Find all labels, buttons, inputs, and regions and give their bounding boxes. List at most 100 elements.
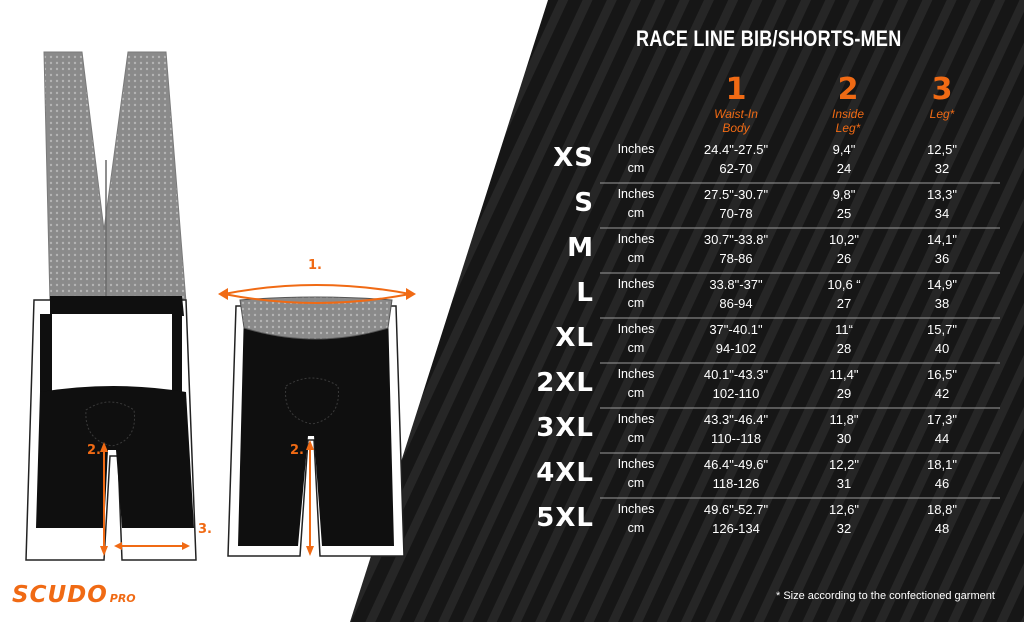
shorts-illustration bbox=[218, 284, 416, 557]
waist-cm: 118-126 bbox=[712, 476, 760, 491]
waist-inches: 33.8"-37" bbox=[709, 277, 763, 292]
leg-inches: 14,1" bbox=[927, 232, 957, 247]
column-2-label-line1: Inside bbox=[831, 107, 865, 121]
leg-cm: 32 bbox=[934, 161, 950, 176]
inside-leg-inches: 9,4" bbox=[832, 142, 856, 157]
column-1-number: 1 bbox=[725, 72, 747, 107]
inside-leg-inches: 12,6" bbox=[829, 502, 859, 517]
inside-leg-inches: 10,2" bbox=[829, 232, 859, 247]
inside-leg-cm: 28 bbox=[836, 341, 852, 356]
column-1-label-line1: Waist-In bbox=[714, 107, 758, 121]
leg-cm: 44 bbox=[934, 431, 950, 446]
leg-cm: 48 bbox=[934, 521, 950, 536]
inside-leg-cm: 27 bbox=[836, 296, 852, 311]
footnote: * Size according to the confectioned gar… bbox=[776, 590, 995, 602]
measure-label-leg: 3. bbox=[198, 522, 212, 537]
leg-inches: 17,3" bbox=[927, 412, 957, 427]
waist-cm: 86-94 bbox=[719, 296, 753, 311]
waist-cm: 110--118 bbox=[710, 431, 762, 446]
waist-cm: 94-102 bbox=[715, 341, 757, 356]
unit-cm: cm bbox=[627, 251, 645, 265]
waist-inches: 37"-40.1" bbox=[709, 322, 763, 337]
unit-inches: Inches bbox=[617, 277, 655, 291]
waist-cm: 70-78 bbox=[719, 206, 753, 221]
unit-cm: cm bbox=[627, 341, 645, 355]
leg-cm: 38 bbox=[934, 296, 950, 311]
unit-cm: cm bbox=[627, 161, 645, 175]
unit-inches: Inches bbox=[617, 187, 655, 201]
page-title: RACE LINE BIB/SHORTS-MEN bbox=[636, 26, 902, 51]
waist-cm: 126-134 bbox=[712, 521, 760, 536]
size-label: 4XL bbox=[536, 458, 594, 488]
measure-label-inside-leg-shorts: 2. bbox=[290, 443, 304, 458]
waist-inches: 49.6"-52.7" bbox=[703, 502, 769, 517]
column-3-number: 3 bbox=[931, 72, 953, 107]
size-label: XL bbox=[555, 323, 594, 353]
waist-inches: 30.7"-33.8" bbox=[703, 232, 769, 247]
unit-cm: cm bbox=[627, 296, 645, 310]
leg-cm: 40 bbox=[934, 341, 950, 356]
leg-inches: 12,5" bbox=[927, 142, 957, 157]
leg-inches: 14,9" bbox=[927, 277, 957, 292]
unit-inches: Inches bbox=[617, 322, 655, 336]
unit-cm: cm bbox=[627, 476, 645, 490]
measure-label-waist: 1. bbox=[308, 258, 322, 273]
size-label: 3XL bbox=[536, 413, 594, 443]
column-2-number: 2 bbox=[837, 72, 859, 107]
leg-cm: 34 bbox=[934, 206, 950, 221]
inside-leg-inches: 11“ bbox=[835, 322, 853, 337]
inside-leg-inches: 10,6 “ bbox=[827, 277, 861, 292]
inside-leg-cm: 25 bbox=[836, 206, 852, 221]
dark-panel bbox=[350, 0, 1024, 622]
row-separators bbox=[600, 182, 1000, 499]
measure-label-inside-leg-bib: 2. bbox=[87, 443, 101, 458]
leg-cm: 36 bbox=[934, 251, 950, 266]
inside-leg-cm: 31 bbox=[836, 476, 852, 491]
logo-main: SCUDO bbox=[12, 582, 108, 608]
leg-cm: 42 bbox=[934, 386, 950, 401]
column-3-label-line1: Leg* bbox=[929, 107, 955, 121]
size-label: S bbox=[574, 188, 594, 218]
leg-cm: 46 bbox=[934, 476, 950, 491]
unit-inches: Inches bbox=[617, 367, 655, 381]
unit-cm: cm bbox=[627, 521, 645, 535]
waist-inches: 46.4"-49.6" bbox=[703, 457, 769, 472]
unit-cm: cm bbox=[627, 206, 645, 220]
inside-leg-cm: 32 bbox=[836, 521, 852, 536]
waist-inches: 43.3"-46.4" bbox=[703, 412, 769, 427]
inside-leg-inches: 11,8" bbox=[829, 412, 859, 427]
leg-inches: 18,8" bbox=[927, 502, 957, 517]
inside-leg-cm: 26 bbox=[836, 251, 852, 266]
waist-cm: 78-86 bbox=[719, 251, 753, 266]
size-label: 5XL bbox=[536, 503, 594, 533]
unit-inches: Inches bbox=[617, 232, 655, 246]
unit-cm: cm bbox=[627, 386, 645, 400]
inside-leg-cm: 29 bbox=[836, 386, 852, 401]
size-label: XS bbox=[553, 143, 594, 173]
unit-cm: cm bbox=[627, 431, 645, 445]
size-label: M bbox=[567, 233, 594, 263]
waist-cm: 102-110 bbox=[712, 386, 760, 401]
leg-inches: 18,1" bbox=[927, 457, 957, 472]
unit-inches: Inches bbox=[617, 502, 655, 516]
logo-sub: PRO bbox=[109, 592, 136, 605]
inside-leg-inches: 11,4" bbox=[829, 367, 859, 382]
leg-inches: 15,7" bbox=[927, 322, 957, 337]
inside-leg-cm: 24 bbox=[836, 161, 852, 176]
unit-inches: Inches bbox=[617, 142, 655, 156]
unit-inches: Inches bbox=[617, 412, 655, 426]
inside-leg-cm: 30 bbox=[836, 431, 852, 446]
unit-inches: Inches bbox=[617, 457, 655, 471]
inside-leg-inches: 9,8" bbox=[832, 187, 856, 202]
waist-inches: 27.5"-30.7" bbox=[703, 187, 769, 202]
leg-inches: 13,3" bbox=[927, 187, 957, 202]
leg-inches: 16,5" bbox=[927, 367, 957, 382]
waist-inches: 40.1"-43.3" bbox=[703, 367, 769, 382]
column-1-label-line2: Body bbox=[722, 121, 750, 135]
size-label: 2XL bbox=[536, 368, 594, 398]
size-label: L bbox=[576, 278, 594, 308]
waist-inches: 24.4"-27.5" bbox=[703, 142, 769, 157]
bib-shorts-illustration bbox=[25, 51, 197, 561]
